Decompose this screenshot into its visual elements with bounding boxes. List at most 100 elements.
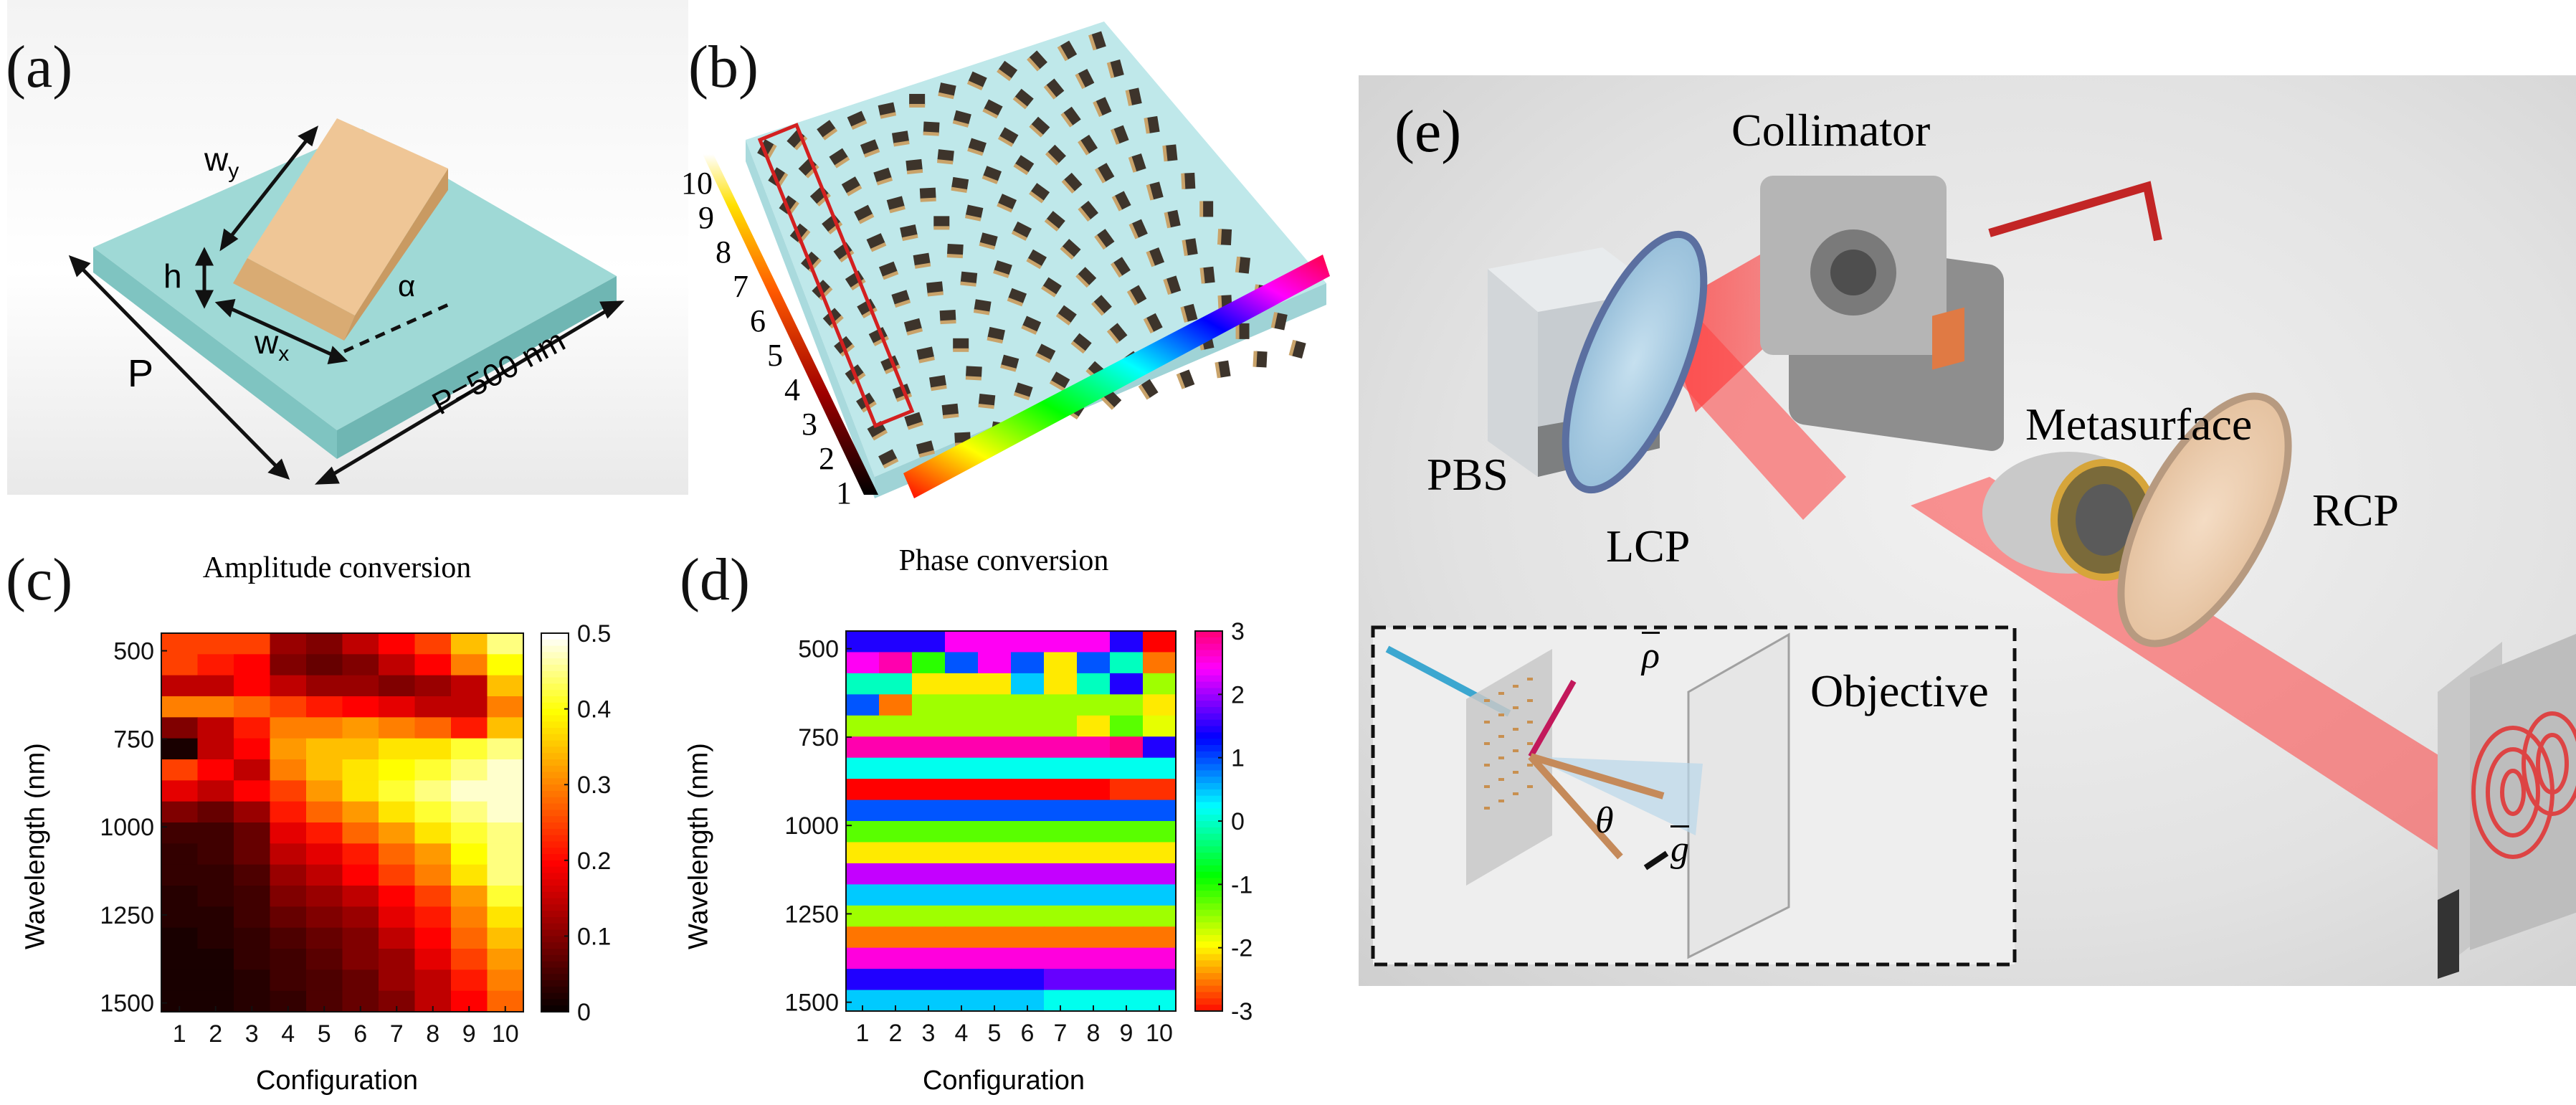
x-tick-label: 5 <box>988 1020 1002 1047</box>
heatmap-cell <box>846 947 880 969</box>
heatmap-cell <box>234 864 271 886</box>
nanopillar <box>1128 219 1148 240</box>
lcp-lens <box>1562 230 1708 494</box>
colorbar-segment <box>541 923 569 931</box>
heatmap-cell <box>1077 926 1111 949</box>
heatmap-cell <box>161 906 199 929</box>
heatmap-cell <box>161 843 199 865</box>
colorbar-segment <box>541 797 569 805</box>
heatmap-cell <box>1044 652 1078 674</box>
heatmap-cell <box>451 738 488 760</box>
nanopillar <box>1060 239 1081 260</box>
heatmap-cell <box>342 696 379 718</box>
heatmap-cell <box>1143 694 1177 716</box>
x-tick-label: 8 <box>1087 1020 1101 1047</box>
heatmap-cell <box>879 631 913 653</box>
nanopillar <box>1061 172 1083 194</box>
heatmap-cell <box>270 717 307 739</box>
colorbar-segment <box>541 841 569 848</box>
x-tick-label: 8 <box>426 1020 439 1048</box>
heatmap-cell <box>978 947 1012 969</box>
heatmap-cell <box>978 821 1012 843</box>
nanopillar <box>993 260 1012 278</box>
heatmap-cell <box>978 926 1012 949</box>
colorbar-segment <box>1195 789 1222 797</box>
heatmap-cell <box>414 927 452 949</box>
colorbar-segment <box>1195 637 1222 645</box>
colorbar-segment <box>1195 1005 1222 1012</box>
heatmap-cell <box>161 696 199 718</box>
y-tick-label: 500 <box>798 636 839 663</box>
heatmap-cell <box>978 842 1012 864</box>
heatmap-cell <box>1044 757 1078 779</box>
x-tick-label: 9 <box>1120 1020 1133 1047</box>
heatmap-cell <box>234 843 271 865</box>
array-substrate-left <box>746 140 875 498</box>
heatmap-cell <box>1077 863 1111 885</box>
wx-symbol: w <box>255 323 279 361</box>
heatmap-cell <box>1143 779 1177 801</box>
colorbar-segment <box>541 866 569 874</box>
heatmap-cell <box>978 779 1012 801</box>
nanopillar <box>1146 247 1165 267</box>
panel-d-label: (d) <box>680 546 750 613</box>
heatmap-cell <box>342 886 379 907</box>
amplitude-scale-number: 5 <box>767 338 783 373</box>
amplitude-xlabel: Configuration <box>255 1066 419 1096</box>
heatmap-cell <box>487 759 524 781</box>
heatmap-cell <box>306 927 343 949</box>
heatmap-cell <box>945 694 979 716</box>
heatmap-cell <box>451 759 488 781</box>
heatmap-cell <box>1044 905 1078 927</box>
heatmap-cell <box>1077 779 1111 801</box>
colorbar-segment <box>1195 979 1222 987</box>
heatmap-cell <box>1044 694 1078 716</box>
heatmap-cell <box>270 654 307 676</box>
colorbar-tick-label: -3 <box>1231 998 1253 1025</box>
heatmap-cell <box>1044 673 1078 695</box>
objective-label: Objective <box>1810 665 1989 716</box>
wy-arrow <box>221 128 317 249</box>
colorbar-segment <box>541 835 569 843</box>
nanopillar <box>857 298 878 318</box>
y-tick-label: 1500 <box>100 990 154 1018</box>
nanopillar <box>978 394 996 409</box>
nanopillar <box>1013 382 1033 401</box>
wx-arrow <box>221 303 342 361</box>
heatmap-cell <box>306 696 343 718</box>
substrate-front <box>93 247 337 459</box>
heatmap-cell <box>1143 842 1177 864</box>
heatmap-cell <box>1143 736 1177 759</box>
heatmap-cell <box>270 780 307 802</box>
nanopillar <box>891 131 910 147</box>
heatmap-cell <box>879 736 913 759</box>
heatmap-cell <box>342 927 379 949</box>
heatmap-cell <box>912 715 946 737</box>
heatmap-cell <box>414 780 452 802</box>
heatmap-cell <box>912 800 946 822</box>
heatmap-cell <box>912 842 946 864</box>
heatmap-cell <box>451 864 488 886</box>
heatmap-cell <box>451 822 488 844</box>
nanopillar <box>1146 181 1164 201</box>
heatmap-cell <box>879 884 913 906</box>
heatmap-cell <box>414 969 452 992</box>
colorbar-segment <box>1195 751 1222 759</box>
heatmap-cell <box>379 654 416 676</box>
heatmap-cell <box>879 652 913 674</box>
heatmap-cell <box>451 675 488 697</box>
plot-frame <box>161 632 524 1012</box>
wx-label: wx <box>255 323 289 366</box>
heatmap-cell <box>306 906 343 929</box>
colorbar-segment <box>1195 878 1222 886</box>
heatmap-cell <box>879 715 913 737</box>
colorbar-segment <box>541 639 569 647</box>
heatmap-cell <box>270 843 307 865</box>
heatmap-cell <box>342 633 379 655</box>
colorbar-segment <box>1195 713 1222 721</box>
nanopillar <box>982 166 1002 184</box>
nanopillar <box>1070 333 1092 354</box>
heatmap-cell <box>1077 736 1111 759</box>
heatmap-cell <box>945 736 979 759</box>
